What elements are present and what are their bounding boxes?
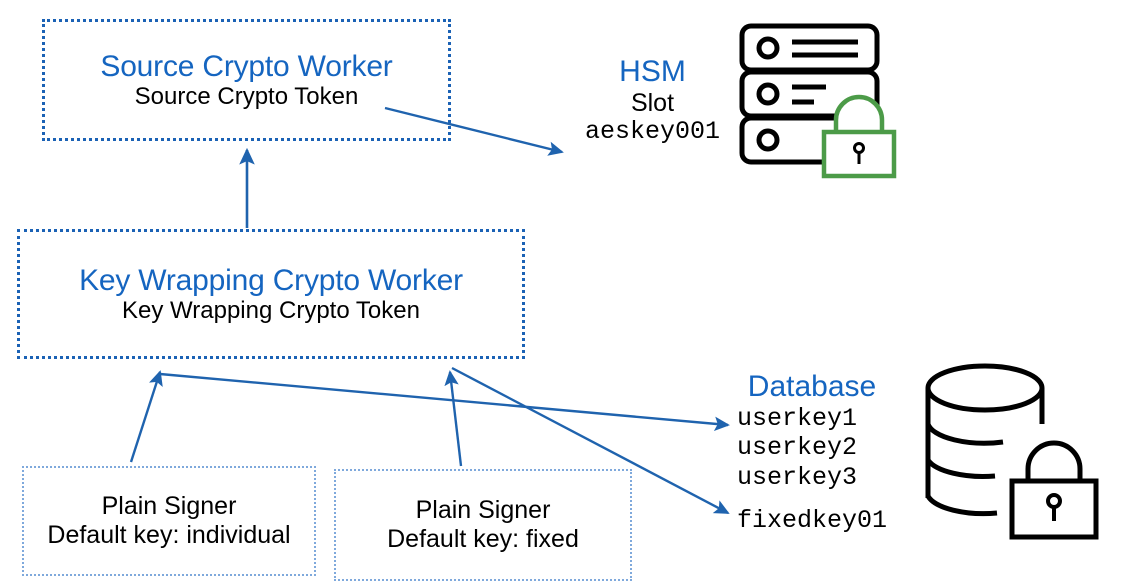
source-crypto-worker-title: Source Crypto Worker	[100, 49, 393, 83]
hsm-subheading: Slot	[630, 88, 675, 117]
database-cylinder-icon	[925, 363, 1045, 517]
connector-keywrap-to-userkeys	[159, 372, 730, 431]
database-key-userkey3: userkey3	[737, 462, 858, 492]
source-crypto-worker-subtitle: Source Crypto Token	[134, 83, 359, 111]
connector-signer-individual-to-keywrap	[129, 370, 163, 463]
database-key-userkey2: userkey2	[737, 433, 858, 463]
key-list-spacer	[737, 492, 887, 506]
black-padlock-icon	[1009, 440, 1099, 540]
plain-signer-individual-line2: Default key: individual	[47, 521, 291, 549]
connector-signer-fixed-to-keywrap	[444, 370, 463, 467]
node-plain-signer-fixed[interactable]: Plain Signer Default key: fixed	[334, 469, 632, 581]
plain-signer-fixed-line2: Default key: fixed	[387, 525, 579, 553]
plain-signer-fixed-line1: Plain Signer	[415, 495, 551, 524]
hsm-heading: HSM	[619, 55, 686, 88]
key-wrapping-crypto-worker-subtitle: Key Wrapping Crypto Token	[122, 297, 420, 325]
green-padlock-icon	[821, 94, 897, 179]
node-source-crypto-worker[interactable]: Source Crypto Worker Source Crypto Token	[42, 19, 451, 141]
database-label-group: Database userkey1 userkey2 userkey3 fixe…	[737, 370, 887, 536]
hsm-label-group: HSM Slot aeskey001	[560, 55, 745, 147]
node-key-wrapping-crypto-worker[interactable]: Key Wrapping Crypto Worker Key Wrapping …	[17, 229, 525, 359]
database-heading: Database	[747, 370, 877, 403]
database-key-fixedkey01: fixedkey01	[737, 506, 888, 536]
plain-signer-individual-line1: Plain Signer	[101, 491, 237, 520]
key-wrapping-crypto-worker-title: Key Wrapping Crypto Worker	[79, 263, 463, 297]
database-key-userkey1: userkey1	[737, 403, 858, 433]
hsm-key-aeskey001: aeskey001	[584, 117, 721, 147]
node-plain-signer-individual[interactable]: Plain Signer Default key: individual	[22, 466, 316, 576]
